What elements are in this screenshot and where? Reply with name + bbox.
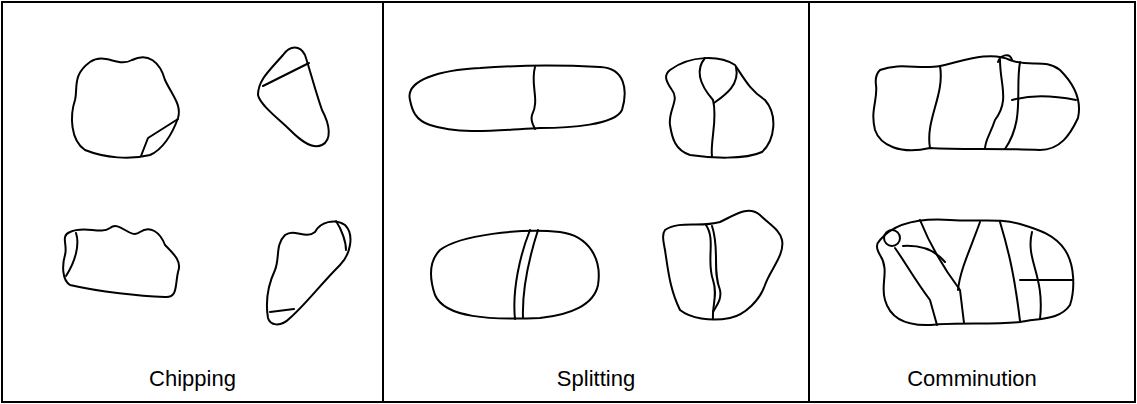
fracture-line [920, 220, 964, 323]
panel-label: Splitting [557, 366, 635, 392]
rock-outline [663, 211, 782, 320]
split-line [714, 67, 737, 103]
rock-outline [63, 226, 179, 297]
split-line [712, 226, 720, 312]
panel-box: Splitting [382, 1, 810, 403]
fracture-line [958, 222, 980, 290]
panel-label: Comminution [907, 366, 1037, 392]
fracture-line [998, 55, 1012, 62]
fracture-line [1000, 222, 1020, 321]
rock-outline [666, 58, 773, 158]
chip-line [141, 119, 178, 156]
rock-outline [877, 220, 1073, 326]
splitting-rocks [410, 58, 783, 320]
fracture-line [1020, 279, 1073, 281]
panel-label: Chipping [149, 366, 236, 392]
chip-line [66, 233, 77, 276]
chip-line [270, 309, 294, 312]
split-line [532, 67, 536, 129]
rock-outline [873, 56, 1079, 150]
split-line [523, 230, 538, 318]
rock-outline [72, 57, 179, 158]
fracture-line [1030, 232, 1040, 319]
fracture-line [1012, 96, 1076, 100]
fracture-line [1005, 62, 1020, 149]
fracture-line [903, 246, 945, 262]
rock-outline [431, 231, 599, 319]
split-line [706, 225, 715, 319]
chip-line [336, 221, 346, 250]
rock-outline [410, 66, 625, 131]
panel-box: Comminution [808, 1, 1136, 403]
fracture-line [985, 60, 1003, 149]
panel-box: Chipping [1, 1, 384, 403]
rock-outline [258, 48, 329, 147]
fracture-line [895, 248, 937, 325]
fracture-line [929, 66, 941, 148]
rock-outline [267, 221, 351, 324]
chipping-rocks [63, 48, 350, 325]
chip-line [263, 63, 309, 86]
split-line [700, 58, 715, 157]
comminution-rocks [873, 55, 1079, 325]
pebble-outline [884, 230, 900, 246]
